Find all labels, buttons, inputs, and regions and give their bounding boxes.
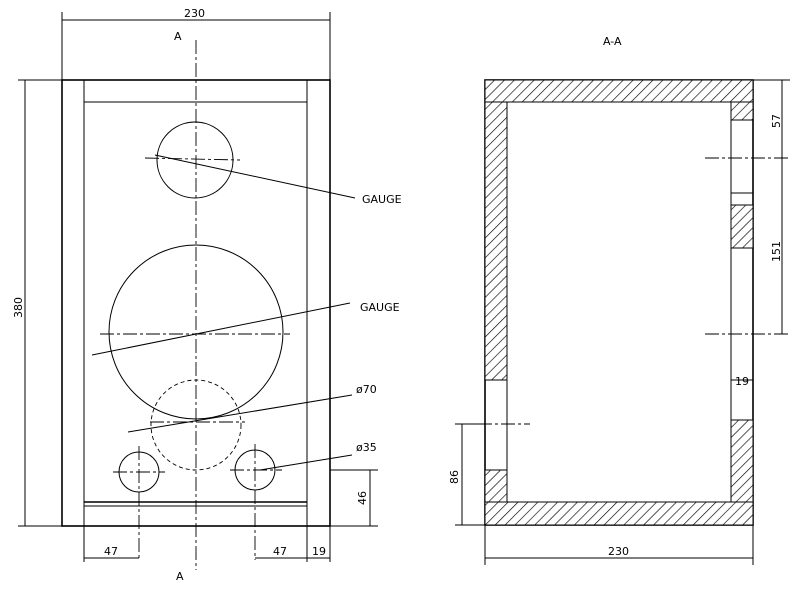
dim-port-height-text: 46 — [356, 491, 369, 505]
dim-height-text: 380 — [12, 297, 25, 318]
tweeter-centerline-h — [144, 157, 241, 161]
front-view: A A GAUGE GAUGE ø70 ø35 230 380 47 47 19… — [12, 7, 402, 583]
leader-gauge-1 — [154, 154, 356, 199]
label-gauge-2: GAUGE — [360, 301, 400, 314]
section-outline — [484, 79, 754, 526]
section-title: A-A — [603, 35, 622, 48]
dim-section-width-text: 230 — [608, 545, 629, 558]
section-right-wall-top — [730, 101, 754, 121]
leader-dia-70 — [127, 394, 353, 433]
dim-width-text: 230 — [184, 7, 205, 20]
dim-left-offset-text: 47 — [104, 545, 118, 558]
section-left-wall-lower — [484, 469, 508, 503]
dim-section-thickness-text: 19 — [735, 375, 749, 388]
dim-section-middle-text: 151 — [770, 241, 783, 262]
leader-gauge-2 — [91, 302, 351, 356]
port-70-circle — [150, 379, 242, 471]
woofer-circle — [108, 244, 284, 420]
section-left-wall-upper — [484, 101, 508, 381]
label-gauge-1: GAUGE — [362, 193, 402, 206]
dim-side-text: 19 — [312, 545, 326, 558]
label-dia-35: ø35 — [356, 441, 377, 454]
section-right-wall-middle — [730, 204, 754, 249]
dim-section-bottom-text: 86 — [448, 470, 461, 484]
section-view: A-A 57 151 19 — [448, 35, 790, 565]
dim-section-top-text: 57 — [770, 114, 783, 128]
section-mark-top: A — [174, 30, 182, 43]
section-mark-bottom: A — [176, 570, 184, 583]
dim-right-offset-text: 47 — [273, 545, 287, 558]
section-bottom-wall — [484, 501, 754, 526]
section-top-wall — [484, 79, 754, 103]
section-cavity — [506, 101, 732, 503]
leader-dia-35 — [259, 454, 353, 471]
label-dia-70: ø70 — [356, 383, 377, 396]
section-right-wall-lower — [730, 419, 754, 503]
